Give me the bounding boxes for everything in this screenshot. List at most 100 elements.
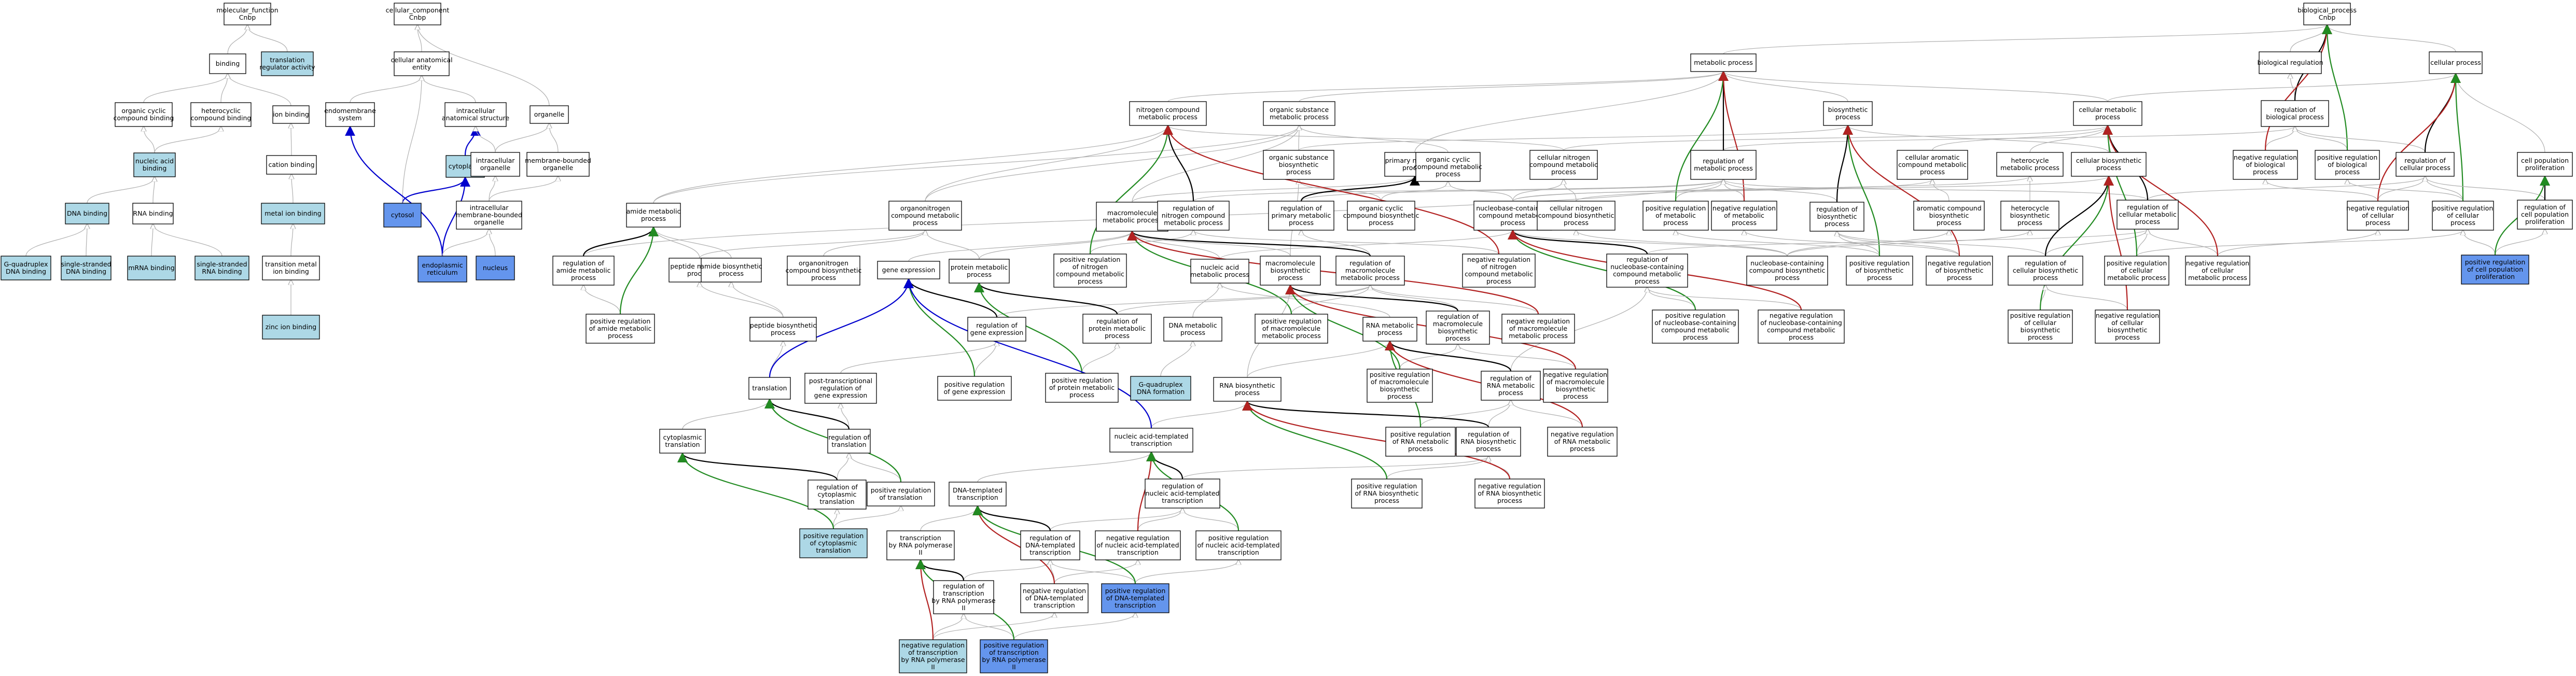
- go-term-node-ionb[interactable]: ion binding: [272, 105, 310, 124]
- go-term-node-cellproc[interactable]: cellular process: [2429, 51, 2483, 74]
- go-term-node-translation[interactable]: translation: [748, 377, 791, 400]
- go-term-node-dnab[interactable]: DNA binding: [65, 203, 109, 224]
- go-term-node-cytosol[interactable]: cytosol: [383, 203, 422, 228]
- go-term-node-zincb[interactable]: zinc ion binding: [262, 315, 320, 340]
- go-term-node-metalb[interactable]: metal ion binding: [261, 203, 325, 224]
- go-term-node-regnccmp[interactable]: regulation ofnucleobase-containingcompou…: [1606, 254, 1688, 288]
- go-term-node-nucleus[interactable]: nucleus: [476, 256, 515, 280]
- go-term-node-geneexp[interactable]: gene expression: [877, 261, 940, 279]
- go-term-node-metab[interactable]: metabolic process: [1690, 53, 1757, 72]
- go-term-node-mrnab[interactable]: mRNA binding: [127, 256, 176, 280]
- go-term-node-regmacrobp[interactable]: regulation ofmacromoleculebiosyntheticpr…: [1426, 311, 1490, 345]
- go-term-node-organelle[interactable]: organelle: [530, 105, 569, 124]
- go-term-node-rnab[interactable]: RNA binding: [132, 203, 174, 224]
- go-term-node-binding[interactable]: binding: [209, 53, 246, 74]
